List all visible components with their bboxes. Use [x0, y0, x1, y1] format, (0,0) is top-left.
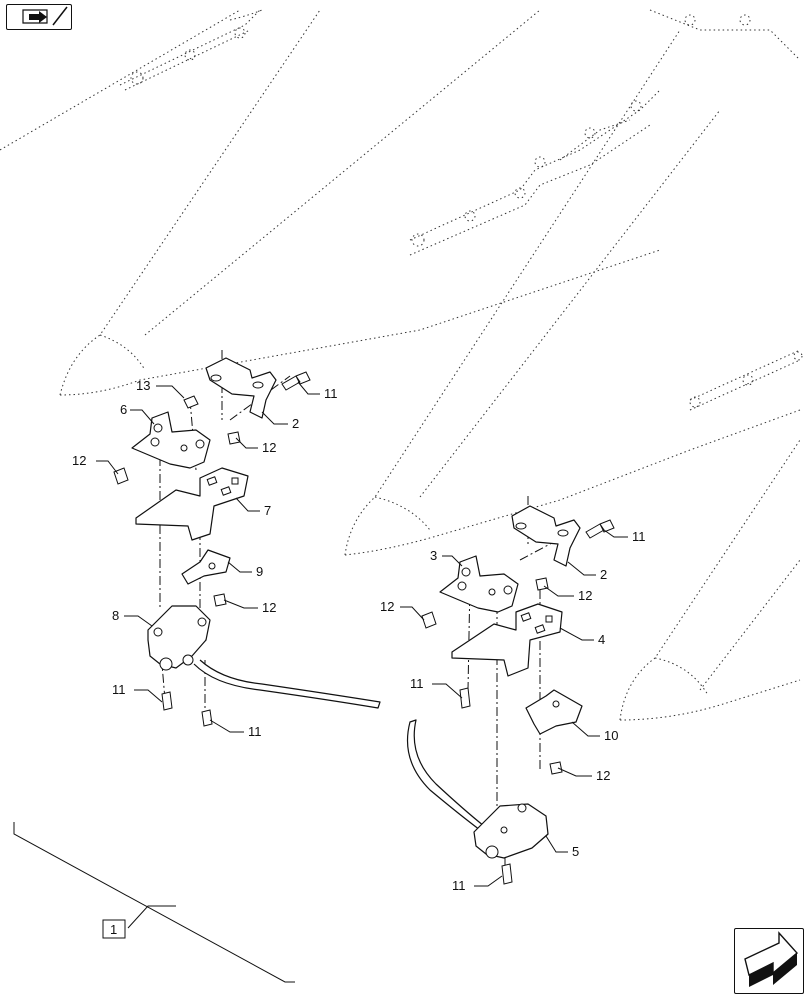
callout-12: 12	[72, 453, 86, 468]
callout-2: 2	[600, 567, 607, 582]
bracket-3	[439, 555, 519, 613]
bolt-11-lower-a	[161, 691, 173, 711]
bracket-10	[525, 689, 583, 735]
next-page-glyph	[744, 931, 799, 987]
callout-8: 8	[112, 608, 119, 623]
callout-7: 7	[264, 503, 271, 518]
bolt-11-lower-b	[201, 709, 213, 727]
callout-12: 12	[380, 599, 394, 614]
bolt-11-right	[585, 519, 615, 539]
callout-12: 12	[262, 600, 276, 615]
callout-11: 11	[248, 724, 262, 739]
callout-3: 3	[430, 548, 437, 563]
previous-page-glyph	[22, 6, 68, 26]
callout-9: 9	[256, 564, 263, 579]
next-page-icon[interactable]	[734, 928, 804, 994]
callout-11: 11	[452, 878, 466, 893]
bolt-11-left	[281, 371, 311, 391]
callout-5: 5	[572, 844, 579, 859]
bracket-9	[181, 549, 231, 585]
callout-box-1	[102, 919, 126, 939]
callout-10: 10	[604, 728, 618, 743]
plate-7	[135, 467, 249, 541]
previous-page-icon[interactable]	[6, 4, 72, 30]
bolt-12-side-right	[421, 611, 437, 629]
callout-labels: 13 6 12 11 2 12 7 9 12 8 11 11 11 3 12 2…	[72, 378, 646, 937]
section-line	[13, 822, 295, 983]
callout-12: 12	[578, 588, 592, 603]
callout-11: 11	[632, 529, 646, 544]
callout-11: 11	[112, 682, 126, 697]
right-assembly	[406, 496, 615, 885]
bolt-12-lower-right	[549, 761, 563, 775]
bolt-11-lower-right	[459, 687, 471, 709]
wire-right	[406, 719, 485, 831]
bracket-2-left	[205, 357, 277, 419]
bolt-12-upper-left	[227, 431, 241, 445]
bracket-2-right	[511, 505, 581, 567]
callout-1: 1	[110, 922, 117, 937]
wire-left	[193, 659, 381, 709]
bracket-6	[131, 411, 211, 469]
plate-4	[451, 603, 563, 677]
bolt-11-sensor-5	[501, 863, 513, 885]
callout-12: 12	[596, 768, 610, 783]
callout-4: 4	[598, 632, 605, 647]
callout-13: 13	[136, 378, 150, 393]
left-assembly	[113, 350, 381, 727]
bolt-12-side-left	[113, 467, 129, 485]
callout-12: 12	[262, 440, 276, 455]
header-outline	[0, 9, 803, 721]
leader-lines	[96, 381, 628, 887]
callout-11: 11	[410, 676, 424, 691]
callout-2: 2	[292, 416, 299, 431]
bolt-12-upper-right	[535, 577, 549, 591]
callout-6: 6	[120, 402, 127, 417]
bolt-12-lower-left	[213, 593, 227, 607]
nut-13	[183, 395, 199, 409]
callout-11: 11	[324, 386, 338, 401]
